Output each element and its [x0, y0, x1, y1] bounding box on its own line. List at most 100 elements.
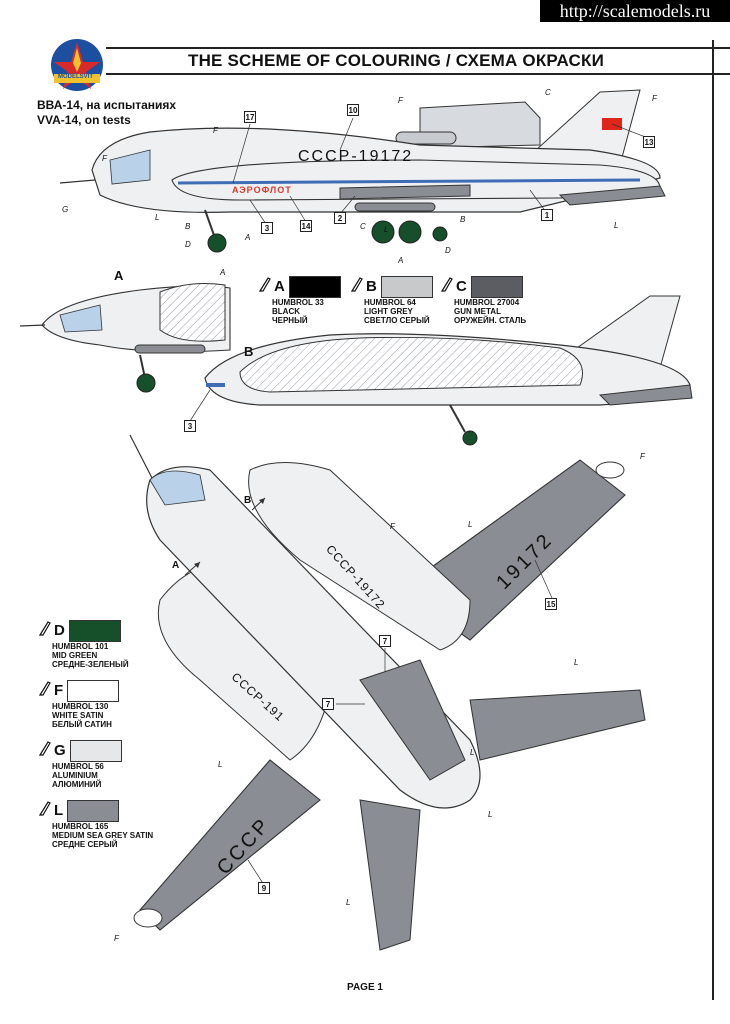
marker-c: C — [545, 88, 551, 97]
side-view — [59, 89, 666, 253]
marker-l: L — [470, 748, 475, 757]
marker-f: F — [213, 126, 218, 135]
modelsvit-logo — [51, 39, 103, 91]
marker-f: F — [390, 522, 395, 531]
colour-letter: B — [366, 278, 377, 295]
colour-name-en: MEDIUM SEA GREY SATIN — [52, 831, 154, 840]
decal-number: 15 — [545, 598, 557, 610]
brush-icon — [38, 801, 51, 816]
colour-chip — [69, 740, 122, 762]
header-rule-bottom — [106, 73, 730, 75]
side-airline-name: АЭРОФЛОТ — [232, 185, 292, 195]
marker-a: A — [220, 268, 226, 277]
colour-code: HUMBROL 33 — [272, 298, 324, 307]
marker-d: D — [185, 240, 191, 249]
brush-icon — [350, 277, 363, 292]
marker-l: L — [384, 225, 389, 234]
subtitle-ru: ВВА-14, на испытаниях — [37, 98, 177, 112]
header-rule-top — [106, 47, 730, 49]
right-border — [712, 40, 714, 1000]
colour-name-ru: ЧЕРНЫЙ — [272, 316, 308, 325]
brush-icon — [38, 741, 51, 756]
watermark: http://scalemodels.ru — [540, 0, 730, 22]
decal-number: 2 — [334, 212, 346, 224]
marker-l: L — [574, 658, 579, 667]
colour-chip — [67, 800, 120, 822]
colour-chip — [380, 276, 433, 298]
marker-f: F — [398, 96, 403, 105]
side-registration: СССР-19172 — [298, 148, 414, 165]
colour-letter: F — [54, 682, 64, 699]
marker-l: L — [468, 520, 473, 529]
logo-text: MODELSVIT — [58, 74, 94, 80]
colour-code: HUMBROL 27004 — [454, 298, 520, 307]
top-view — [129, 434, 646, 951]
colour-chip — [470, 276, 523, 298]
colour-code: HUMBROL 101 — [52, 642, 109, 651]
brush-icon — [440, 277, 453, 292]
marker-g: G — [62, 205, 69, 214]
brush-icon — [38, 621, 51, 636]
decal-number: 9 — [258, 882, 270, 894]
marker-b: B — [185, 222, 191, 231]
decal-number: 17 — [244, 111, 256, 123]
subtitle-en: VVA-14, on tests — [37, 113, 131, 127]
colour-letter: A — [274, 278, 285, 295]
brush-icon — [38, 681, 51, 696]
decal-number: 7 — [379, 635, 391, 647]
colour-swatch-b: B HUMBROL 64 LIGHT GREY СВЕТЛО СЕРЫЙ — [350, 276, 433, 325]
decal-number: 10 — [347, 104, 359, 116]
colour-swatch-l: L HUMBROL 165 MEDIUM SEA GREY SATIN СРЕД… — [38, 800, 153, 849]
colour-code: HUMBROL 64 — [364, 298, 416, 307]
colour-letter: C — [456, 278, 467, 295]
colour-chip — [67, 680, 120, 702]
colour-chip — [68, 620, 121, 642]
brush-icon — [258, 277, 271, 292]
colour-letter: D — [54, 622, 65, 639]
colour-code: HUMBROL 130 — [52, 702, 109, 711]
colour-name-ru: СРЕДНЕ-ЗЕЛЕНЫЙ — [52, 660, 129, 669]
colour-swatch-c: C HUMBROL 27004 GUN METAL ОРУЖЕЙН. СТАЛЬ — [440, 276, 526, 325]
view-label-a: A — [114, 268, 124, 283]
colour-letter: G — [54, 742, 66, 759]
detail-a — [19, 283, 231, 393]
colour-swatch-g: G HUMBROL 56 ALUMINIUM АЛЮМИНИЙ — [38, 740, 122, 789]
colour-name-ru: СВЕТЛО СЕРЫЙ — [364, 316, 430, 325]
colour-swatch-a: A HUMBROL 33 BLACK ЧЕРНЫЙ — [258, 276, 341, 325]
colour-chip — [288, 276, 341, 298]
marker-l: L — [155, 213, 160, 222]
colour-name-en: MID GREEN — [52, 651, 98, 660]
leader-lines — [189, 117, 649, 886]
colour-name-ru: БЕЛЫЙ САТИН — [52, 720, 112, 729]
colour-code: HUMBROL 165 — [52, 822, 109, 831]
colour-name-en: GUN METAL — [454, 307, 501, 316]
colour-name-ru: ОРУЖЕЙН. СТАЛЬ — [454, 316, 527, 325]
marker-l: L — [488, 810, 493, 819]
aircraft-subtitle: ВВА-14, на испытаниях VVA-14, on tests — [37, 98, 176, 128]
marker-f: F — [652, 94, 657, 103]
view-label-b: B — [244, 344, 254, 359]
colour-name-en: WHITE SATIN — [52, 711, 104, 720]
marker-a: A — [245, 233, 251, 242]
decal-number: 3 — [184, 420, 196, 432]
page-title: THE SCHEME OF COLOURING / СХЕМА ОКРАСКИ — [188, 51, 604, 70]
marker-b: B — [460, 215, 466, 224]
top-view-arrow-label-b: B — [244, 495, 252, 506]
marker-d: D — [445, 246, 451, 255]
decal-number: 1 — [541, 209, 553, 221]
marker-f: F — [114, 934, 119, 943]
marker-f: F — [640, 452, 645, 461]
colour-name-en: ALUMINIUM — [52, 771, 98, 780]
colour-swatch-f: F HUMBROL 130 WHITE SATIN БЕЛЫЙ САТИН — [38, 680, 120, 729]
marker-a: A — [398, 256, 404, 265]
decal-number: 13 — [643, 136, 655, 148]
decal-number: 14 — [300, 220, 312, 232]
colour-name-ru: СРЕДНЕ СЕРЫЙ — [52, 840, 118, 849]
detail-b — [204, 295, 693, 446]
marker-l: L — [614, 221, 619, 230]
colour-letter: L — [54, 802, 64, 819]
marker-l: L — [346, 898, 351, 907]
colour-name-en: BLACK — [272, 307, 300, 316]
top-view-arrow-label-a: A — [172, 560, 180, 571]
